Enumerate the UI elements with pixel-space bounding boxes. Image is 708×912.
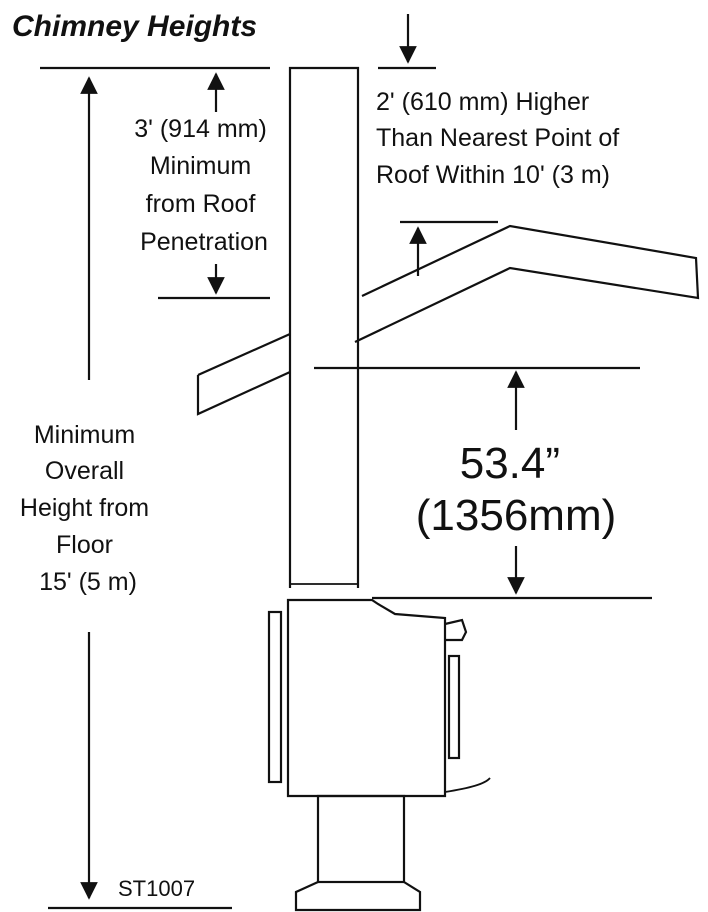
ceiling-clearance-label: 53.4” (1356mm) xyxy=(416,439,617,540)
drawing-code: ST1007 xyxy=(118,876,195,901)
roof xyxy=(196,224,700,416)
chimney-pipe xyxy=(288,66,360,588)
dimension-arrows xyxy=(80,14,525,900)
roof-penetration-label: 3' (914 mm) Minimum from Roof Penetratio… xyxy=(134,115,274,256)
wood-stove xyxy=(267,598,491,912)
diagram-title: Chimney Heights xyxy=(12,10,257,43)
higher-than-roof-label: 2' (610 mm) Higher Than Nearest Point of… xyxy=(376,88,626,189)
overall-height-label: Minimum Overall Height from Floor 15' (5… xyxy=(20,421,156,596)
